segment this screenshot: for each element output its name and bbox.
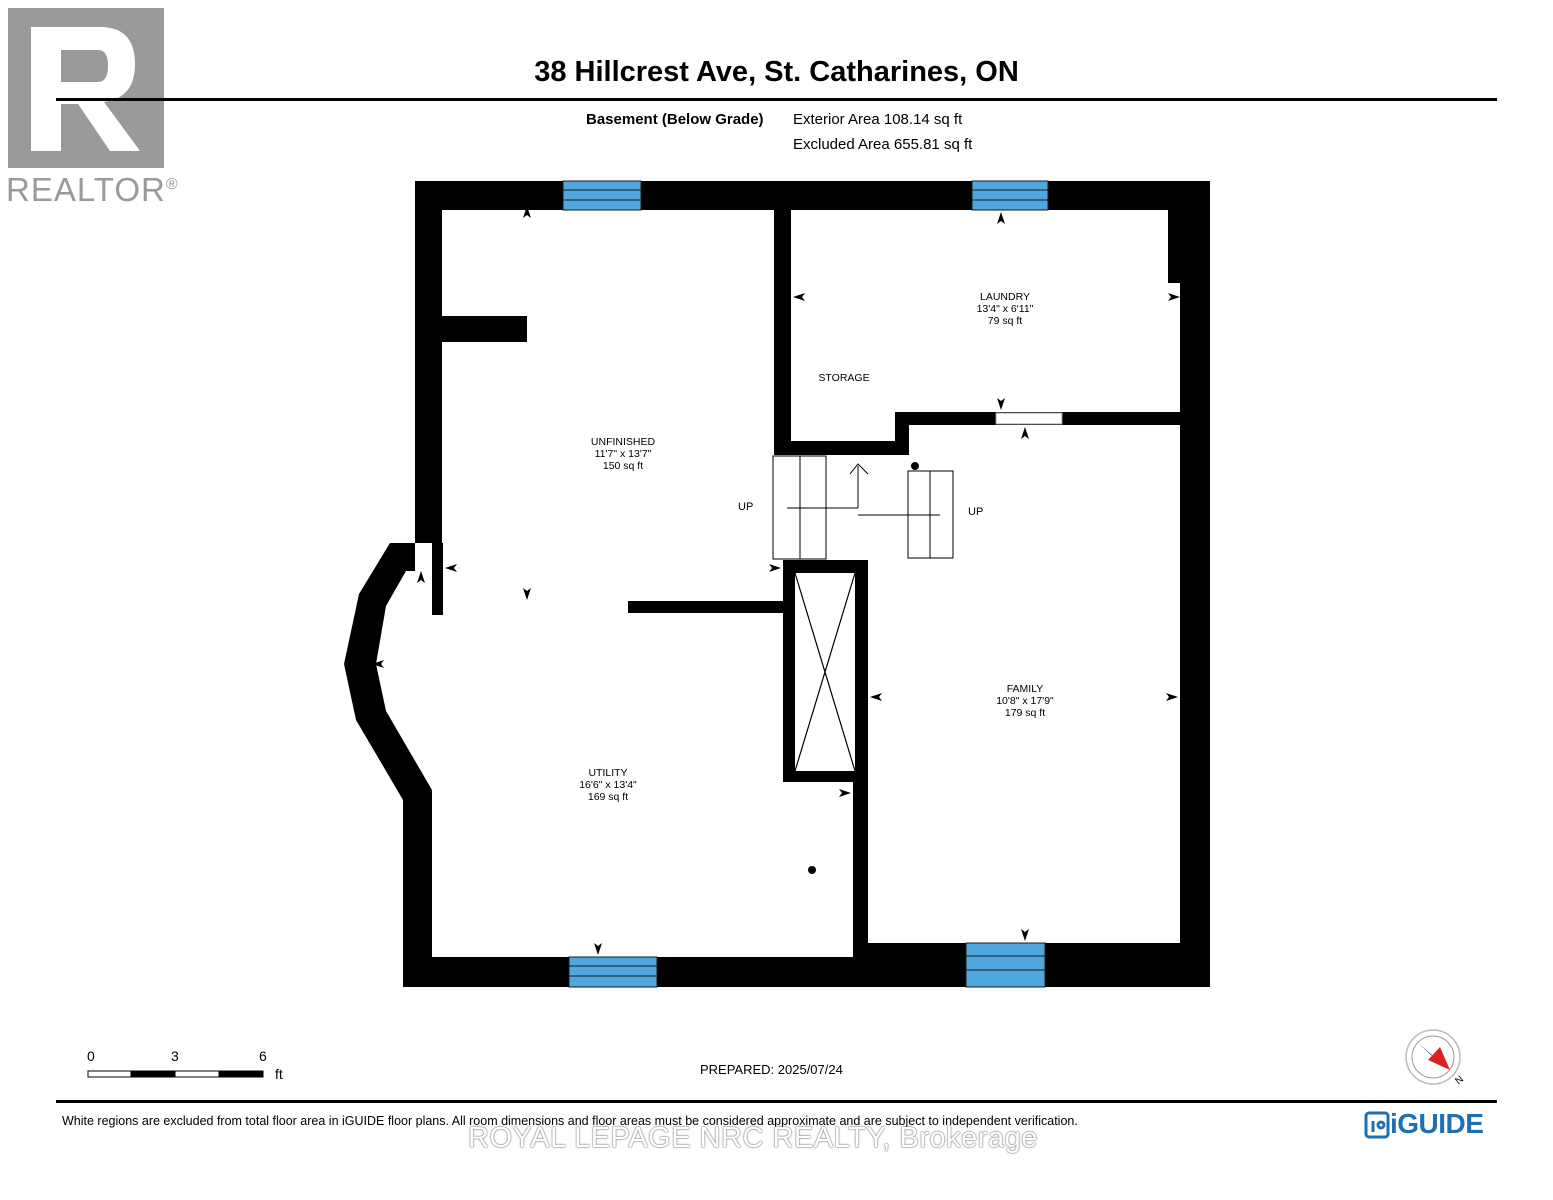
title-divider	[56, 98, 1497, 101]
room-name: UTILITY	[588, 767, 628, 779]
room-dims: 16'6" x 13'4"	[579, 779, 637, 791]
room-name: UNFINISHED	[590, 436, 656, 448]
room-name: FAMILY	[1006, 683, 1044, 695]
realtor-logo	[8, 8, 164, 168]
floor-label: Basement (Below Grade)	[586, 111, 764, 128]
prepared-date: PREPARED: 2025/07/24	[700, 1062, 843, 1077]
room-unfinished: UNFINISHED 11'7" x 13'7" 150 sq ft	[591, 436, 655, 472]
room-dims: 10'8" x 17'9"	[996, 695, 1054, 707]
disclaimer: White regions are excluded from total fl…	[62, 1114, 1078, 1128]
dimension-arrows	[372, 206, 1180, 955]
realtor-text: REALTOR	[6, 171, 166, 208]
room-utility: UTILITY 16'6" x 13'4" 169 sq ft	[579, 767, 637, 803]
room-dims: 13'4" x 6'11"	[976, 303, 1034, 315]
iguide-brand: iGUIDE	[1390, 1108, 1484, 1139]
scale-unit: ft	[275, 1066, 283, 1082]
scale-label-6: 6	[259, 1048, 267, 1064]
registered-mark: ®	[165, 176, 179, 193]
windows	[562, 180, 1049, 988]
room-area: 179 sq ft	[1004, 707, 1046, 719]
realtor-wordmark: REALTOR®	[6, 171, 179, 209]
room-family: FAMILY 10'8" x 17'9" 179 sq ft	[996, 683, 1054, 719]
exterior-area: Exterior Area 108.14 sq ft	[793, 111, 963, 128]
brokerage-watermark: ROYAL LEPAGE NRC REALTY, Brokerage	[468, 1122, 1038, 1154]
iguide-logo-icon	[1364, 1111, 1390, 1139]
room-storage: STORAGE	[818, 372, 869, 384]
scale-label-3: 3	[171, 1048, 179, 1064]
stairs-left	[772, 455, 940, 560]
room-name: STORAGE	[818, 372, 870, 384]
scale-bar	[87, 1070, 264, 1078]
stairs-up-left-label: UP	[738, 501, 754, 513]
room-laundry: LAUNDRY 13'4" x 6'11" 79 sq ft	[977, 291, 1034, 327]
stairs-up-right-label: UP	[968, 506, 984, 518]
room-area: 150 sq ft	[602, 460, 644, 472]
room-area: 169 sq ft	[587, 791, 629, 803]
room-name: LAUNDRY	[980, 291, 1030, 303]
scale-label-0: 0	[87, 1048, 95, 1064]
compass-icon	[1405, 1029, 1461, 1085]
room-dims: 11'7" x 13'7"	[594, 448, 652, 460]
excluded-area: Excluded Area 655.81 sq ft	[793, 136, 973, 153]
page-title: 38 Hillcrest Ave, St. Catharines, ON	[534, 56, 1019, 88]
walls	[344, 181, 1210, 987]
door-opening	[995, 412, 1063, 425]
stairs-right	[907, 470, 954, 559]
room-area: 79 sq ft	[987, 315, 1023, 327]
